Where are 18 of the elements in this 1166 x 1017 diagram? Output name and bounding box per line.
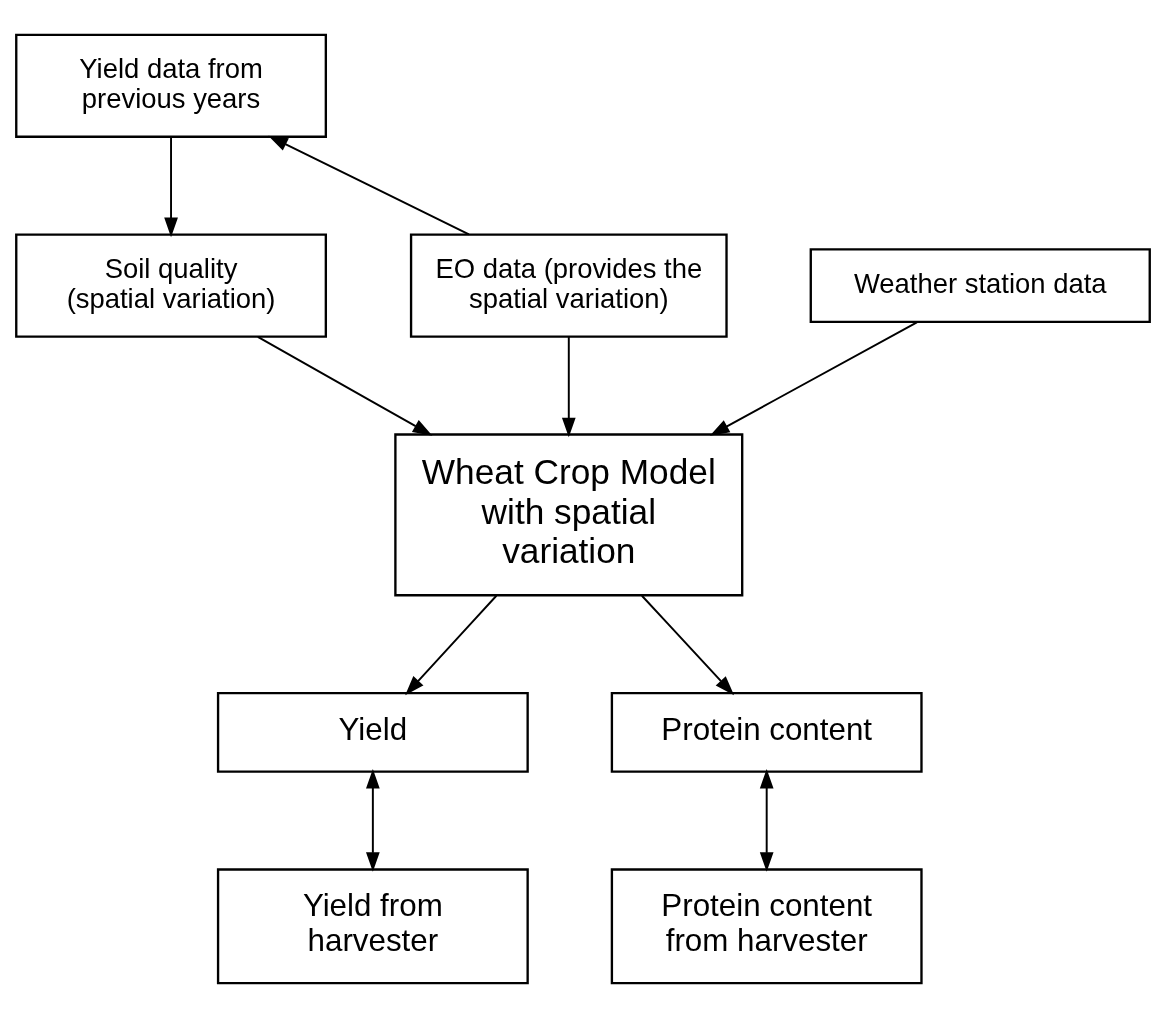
arrow bbox=[759, 768, 774, 872]
arrow bbox=[561, 335, 576, 437]
node-box: Yield data from previous years bbox=[15, 33, 327, 138]
node-box: Yield from harvester bbox=[216, 867, 529, 984]
arrow bbox=[405, 594, 498, 695]
arrow bbox=[268, 135, 470, 235]
arrow bbox=[256, 335, 433, 436]
node-box: Weather station data bbox=[809, 247, 1151, 323]
node-box: Yield bbox=[216, 691, 529, 773]
node-box: Protein content from harvester bbox=[610, 867, 923, 984]
node-box: Wheat Crop Model with spatial variation bbox=[394, 432, 744, 596]
node-box: Protein content bbox=[610, 691, 923, 773]
arrow bbox=[640, 594, 735, 695]
arrow bbox=[709, 320, 918, 436]
arrow bbox=[164, 135, 178, 237]
node-box: EO data (provides the spatial variation) bbox=[409, 233, 728, 338]
arrow bbox=[366, 768, 380, 872]
node-box: Soil quality (spatial variation) bbox=[15, 233, 327, 338]
